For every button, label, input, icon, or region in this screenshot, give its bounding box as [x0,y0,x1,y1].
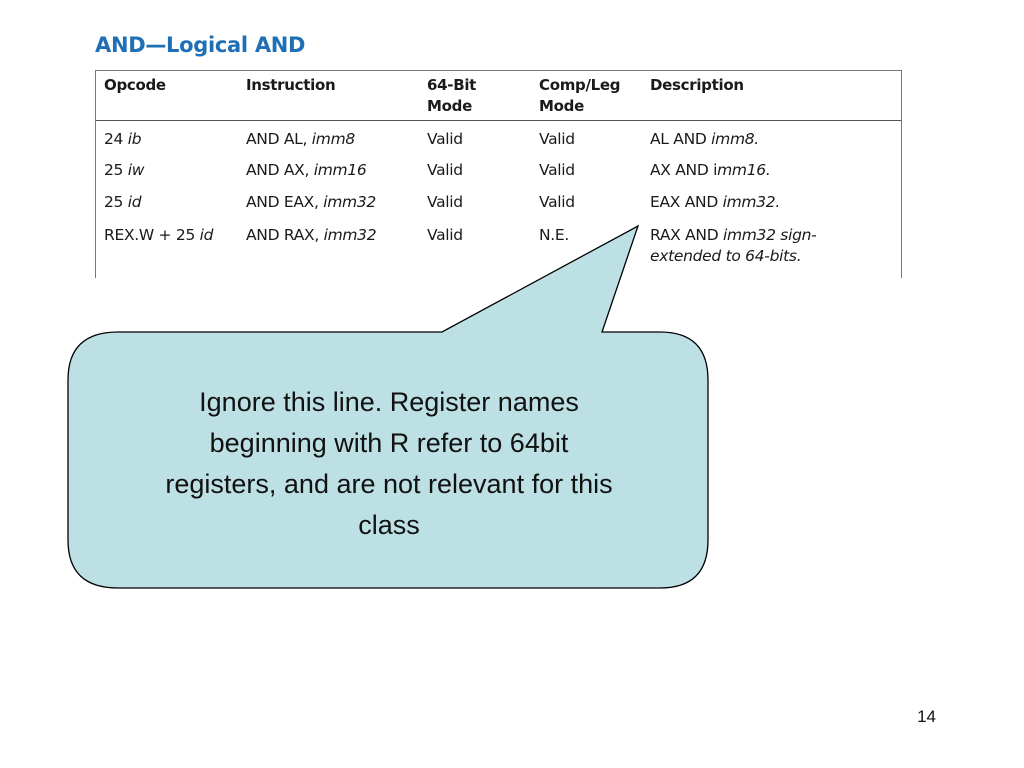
page-number: 14 [917,707,936,726]
table-row-3-instruction: AND RAX, imm32 [246,225,377,246]
instruction-table: Opcode Instruction 64-Bit Mode Comp/Leg … [95,70,902,278]
table-row-1-64bit: Valid [427,161,463,179]
description-operand: imm8. [711,130,759,148]
table-row-3-compleg: N.E. [539,226,570,244]
instruction-operand: imm32 [323,226,377,244]
callout-text: Ignore this line. Register names beginni… [88,382,690,546]
table-row-0-opcode: 24 ib [104,129,142,150]
callout-line-1: Ignore this line. Register names [199,387,579,417]
table-row-2-compleg: Valid [539,193,575,211]
opcode-operand: ib [127,130,142,148]
header-compleg-line1: Comp/Leg [539,76,621,94]
header-64bit-line1: 64-Bit [427,76,477,94]
opcode-operand: id [199,226,214,244]
table-row-3-opcode: REX.W + 25 id [104,225,213,246]
table-row-0-compleg: Valid [539,130,575,148]
header-64bit-line2: Mode [427,97,472,115]
opcode-text: 24 [104,130,128,148]
header-description: Description [650,76,744,94]
opcode-operand: iw [127,161,145,179]
table-header-row [96,71,901,121]
description-text: AX AND i [650,161,718,179]
callout-line-2: beginning with R refer to 64bit [209,428,569,458]
callout-line-3: registers, and are not relevant for this [165,469,613,499]
instruction-text: AND AL, [246,130,312,148]
callout-line-4: class [358,510,420,540]
header-compleg: Comp/Leg Mode [539,75,621,117]
instruction-text: AND AX, [246,161,314,179]
header-compleg-line2: Mode [539,97,584,115]
description-text: EAX AND [650,193,723,211]
table-row-0-64bit: Valid [427,130,463,148]
opcode-operand: id [127,193,142,211]
description-text: AL AND [650,130,712,148]
opcode-text: 25 [104,161,128,179]
description-text: RAX AND [650,226,723,244]
table-row-2-opcode: 25 id [104,192,142,213]
table-row-3-description: RAX AND imm32 sign- extended to 64-bits. [650,225,817,267]
description-operand: imm32 sign- [722,226,817,244]
table-row-2-instruction: AND EAX, imm32 [246,192,376,213]
table-row-3-64bit: Valid [427,226,463,244]
header-instruction: Instruction [246,76,336,94]
table-row-1-description: AX AND imm16. [650,160,771,181]
description-operand: mm16. [717,161,771,179]
opcode-text: 25 [104,193,128,211]
instruction-text: AND EAX, [246,193,324,211]
table-row-1-compleg: Valid [539,161,575,179]
instruction-operand: imm32 [323,193,376,211]
opcode-text: REX.W + 25 [104,226,200,244]
callout-shape [67,224,709,589]
description-operand: imm32. [722,193,781,211]
description-continuation: extended to 64-bits. [650,247,802,265]
table-row-2-description: EAX AND imm32. [650,192,780,213]
page-title: AND—Logical AND [95,33,306,57]
instruction-operand: imm8 [311,130,355,148]
instruction-operand: imm16 [313,161,367,179]
table-row-1-instruction: AND AX, imm16 [246,160,367,181]
header-64bit: 64-Bit Mode [427,75,476,117]
instruction-text: AND RAX, [246,226,324,244]
table-row-0-description: AL AND imm8. [650,129,759,150]
table-row-2-64bit: Valid [427,193,463,211]
table-row-0-instruction: AND AL, imm8 [246,129,355,150]
header-opcode: Opcode [104,76,166,94]
table-row-1-opcode: 25 iw [104,160,144,181]
